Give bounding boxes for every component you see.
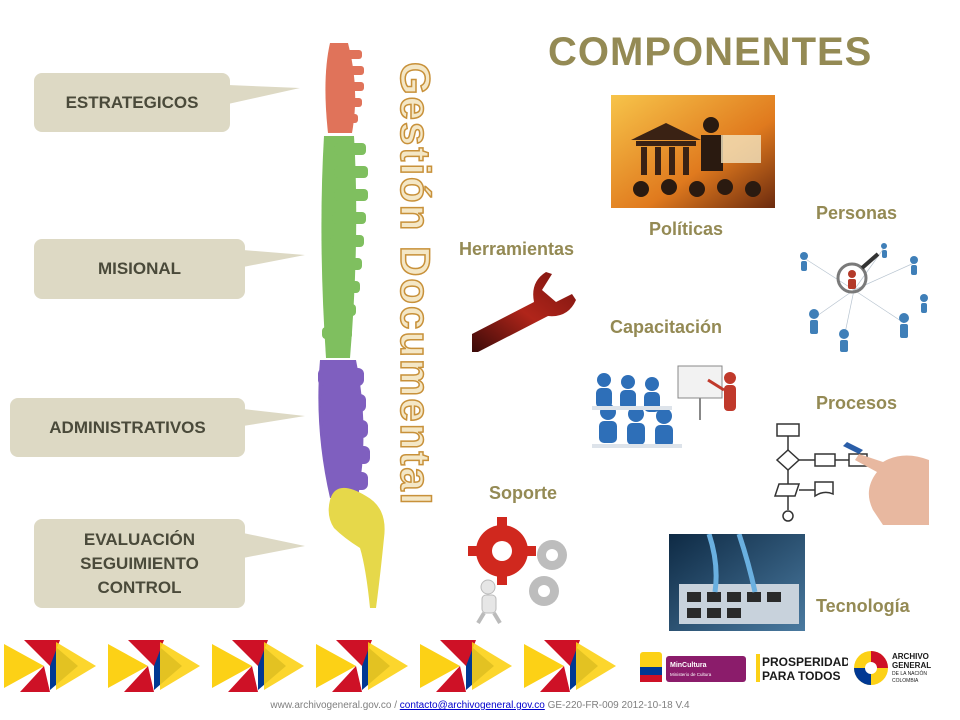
spine-misional-segment	[321, 136, 368, 358]
callout-pointer	[228, 85, 300, 104]
callout-administrativos-label: ADMINISTRATIVOS	[49, 417, 206, 437]
callout-administrativos: ADMINISTRATIVOS	[10, 398, 245, 457]
label-procesos: Procesos	[816, 393, 898, 413]
label-personas: Personas	[816, 203, 898, 223]
footer-site[interactable]: www.archivogeneral.gov.co	[270, 700, 392, 711]
label-capacitacion: Capacitación	[610, 317, 723, 337]
flag-pattern	[4, 640, 616, 692]
callout-pointer	[243, 533, 305, 558]
spine-illustration	[318, 43, 385, 608]
personas-image	[784, 238, 936, 352]
soporte-image	[458, 515, 586, 625]
tecnologia-image	[669, 534, 805, 631]
procesos-image	[773, 420, 929, 525]
callout-estrategicos: ESTRATEGICOS	[34, 73, 230, 132]
footer-code: GE-220-FR-009 2012-10-18 V.4	[547, 700, 690, 711]
svg-text:COLOMBIA: COLOMBIA	[892, 678, 919, 684]
svg-text:DE LA NACIÓN: DE LA NACIÓN	[892, 670, 927, 677]
label-tecnologia: Tecnología	[816, 596, 910, 616]
capacitacion-image	[592, 358, 742, 455]
footer: www.archivogeneral.gov.co / contacto@arc…	[0, 700, 960, 711]
callout-evaluacion: EVALUACIÓN SEGUIMIENTO CONTROL	[34, 519, 245, 608]
svg-text:ARCHIVO: ARCHIVO	[892, 652, 929, 661]
herramientas-image	[472, 272, 576, 352]
footer-separator: /	[394, 700, 397, 711]
politicas-image	[611, 95, 775, 208]
callout-misional: MISIONAL	[34, 239, 245, 299]
svg-text:Ministerio de Cultura: Ministerio de Cultura	[670, 672, 712, 677]
mincultura-logo: MinCultura Ministerio de Cultura	[640, 652, 746, 682]
vertical-title: Gestión Documental	[391, 61, 440, 507]
vertical-title-text: Gestión Documental	[392, 62, 439, 506]
svg-text:PARA TODOS: PARA TODOS	[762, 669, 840, 683]
footer-email-link[interactable]: contacto@archivogeneral.gov.co	[399, 700, 545, 711]
spine-admin-segment	[318, 360, 370, 498]
page-title: COMPONENTES	[548, 30, 873, 74]
label-politicas: Políticas	[649, 219, 724, 239]
callout-evaluacion-label: EVALUACIÓN SEGUIMIENTO CONTROL	[80, 529, 199, 597]
svg-text:MinCultura: MinCultura	[670, 662, 707, 669]
spine-strategic-segment	[325, 43, 364, 133]
archivo-general-logo: ARCHIVO GENERAL DE LA NACIÓN COLOMBIA	[854, 651, 931, 685]
label-herramientas: Herramientas	[459, 239, 575, 259]
spine-control-segment	[328, 487, 385, 608]
prosperidad-logo: PROSPERIDAD PARA TODOS	[756, 654, 848, 683]
callout-pointer	[243, 409, 305, 426]
callout-pointer	[243, 250, 305, 267]
svg-text:GENERAL: GENERAL	[892, 661, 931, 670]
label-soporte: Soporte	[489, 483, 558, 503]
svg-text:PROSPERIDAD: PROSPERIDAD	[762, 655, 848, 669]
callout-misional-label: MISIONAL	[97, 259, 182, 278]
callout-estrategicos-label: ESTRATEGICOS	[65, 92, 199, 112]
